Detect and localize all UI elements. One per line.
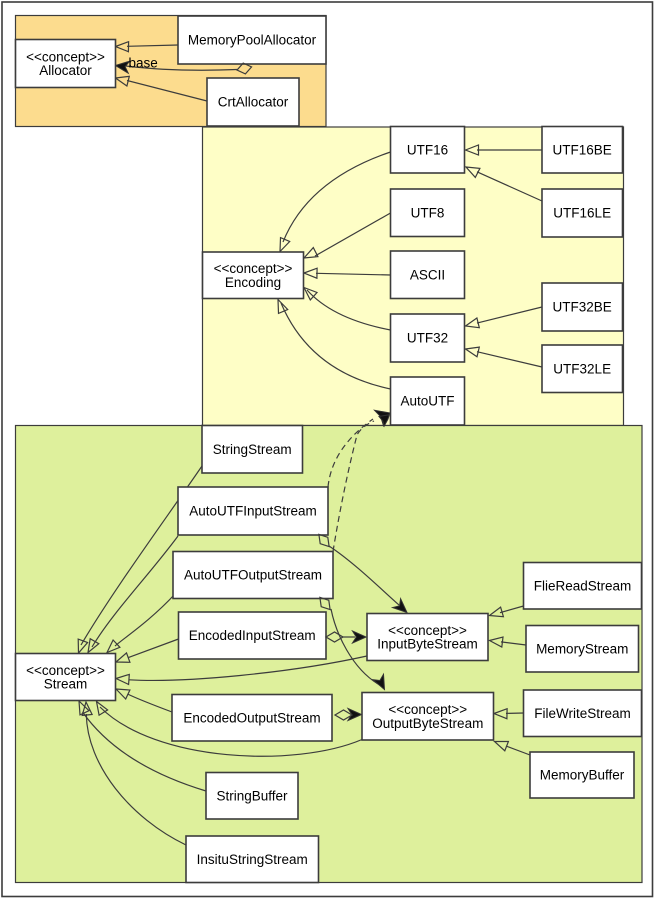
svg-text:base: base bbox=[129, 56, 158, 71]
svg-text:EncodedInputStream: EncodedInputStream bbox=[189, 628, 316, 643]
svg-text:<<concept>>: <<concept>> bbox=[214, 261, 293, 276]
svg-text:AutoUTF: AutoUTF bbox=[400, 394, 454, 409]
svg-text:StringBuffer: StringBuffer bbox=[216, 788, 288, 803]
svg-text:AutoUTFOutputStream: AutoUTFOutputStream bbox=[184, 568, 322, 583]
svg-text:<<concept>>: <<concept>> bbox=[388, 623, 467, 638]
svg-text:UTF16LE: UTF16LE bbox=[553, 206, 611, 221]
svg-text:UTF16BE: UTF16BE bbox=[553, 142, 612, 157]
svg-text:UTF8: UTF8 bbox=[411, 205, 445, 220]
svg-text:UTF32LE: UTF32LE bbox=[553, 361, 611, 376]
svg-text:InsituStringStream: InsituStringStream bbox=[197, 852, 308, 867]
svg-text:OutputByteStream: OutputByteStream bbox=[372, 716, 483, 731]
svg-text:UTF32: UTF32 bbox=[407, 331, 448, 346]
svg-text:MemoryStream: MemoryStream bbox=[536, 641, 628, 656]
svg-text:MemoryPoolAllocator: MemoryPoolAllocator bbox=[188, 33, 317, 48]
svg-text:UTF32BE: UTF32BE bbox=[553, 300, 612, 315]
svg-text:UTF16: UTF16 bbox=[407, 142, 448, 157]
svg-text:EncodedOutputStream: EncodedOutputStream bbox=[183, 710, 320, 725]
svg-text:CrtAllocator: CrtAllocator bbox=[218, 95, 289, 110]
svg-text:FlieReadStream: FlieReadStream bbox=[534, 578, 632, 593]
svg-text:MemoryBuffer: MemoryBuffer bbox=[540, 768, 625, 783]
svg-text:<<concept>>: <<concept>> bbox=[26, 663, 105, 678]
svg-text:InputByteStream: InputByteStream bbox=[377, 637, 478, 652]
svg-text:AutoUTFInputStream: AutoUTFInputStream bbox=[189, 504, 317, 519]
svg-text:StringStream: StringStream bbox=[213, 442, 292, 457]
svg-text:Stream: Stream bbox=[44, 677, 88, 692]
svg-text:Allocator: Allocator bbox=[39, 63, 92, 78]
svg-text:FileWriteStream: FileWriteStream bbox=[534, 706, 631, 721]
svg-text:<<concept>>: <<concept>> bbox=[26, 50, 105, 65]
svg-text:Encoding: Encoding bbox=[225, 275, 281, 290]
svg-text:ASCII: ASCII bbox=[410, 267, 445, 282]
svg-text:<<concept>>: <<concept>> bbox=[388, 702, 467, 717]
